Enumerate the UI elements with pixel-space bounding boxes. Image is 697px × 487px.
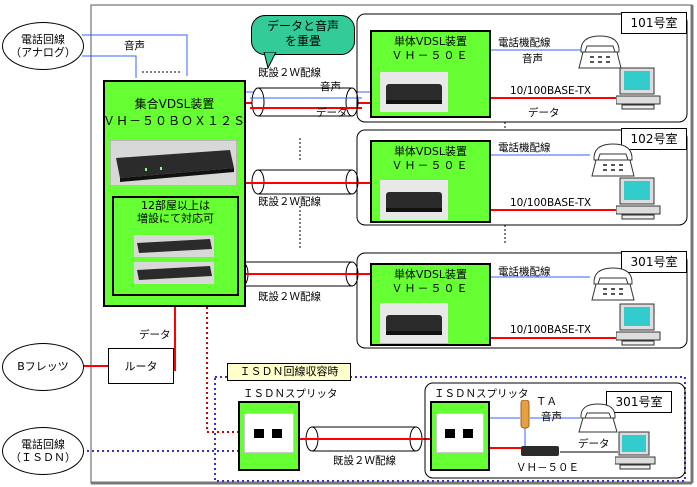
- unit-title-101: 単体VDSL装置: [393, 35, 468, 48]
- splitter-device-right: [436, 413, 484, 453]
- phone-wiring-label-101: 電話機配線: [498, 37, 551, 49]
- voice-label-analog: 音声: [124, 40, 145, 52]
- central-model: ＶＨ－５０ＢＯＸ１２Ｓ: [103, 114, 247, 128]
- expansion-note: 12部屋以上は 増設にて対応可: [137, 199, 214, 225]
- expansion-device-2: [134, 262, 214, 284]
- isdn-phone-line-node: 電話回線 （ＩＳＤＮ）: [2, 427, 84, 475]
- ta-device-icon: [520, 400, 530, 429]
- existing-wiring-label-2: 既設２Ｗ配線: [258, 196, 321, 208]
- unit-device-image-102: [380, 180, 448, 220]
- room-tag-101: 101号室: [621, 12, 687, 34]
- basetx-label-102: 10/100BASE-TX: [510, 197, 592, 209]
- unit-title-301: 単体VDSL装置: [393, 268, 468, 281]
- phone-wiring-label-301: 電話機配線: [498, 266, 551, 278]
- room-tag-301: 301号室: [621, 251, 687, 273]
- unit-model-102: ＶＨ－５０Ｅ: [391, 159, 470, 172]
- computer-icon: [616, 177, 661, 220]
- expansion-device-1: [134, 235, 214, 257]
- computer-icon: [615, 431, 656, 470]
- unit-device-image-101: [380, 72, 448, 112]
- router-box: ルータ: [108, 348, 174, 384]
- flets-node: Bフレッツ: [2, 343, 84, 391]
- existing-wiring-label-1: 既設２Ｗ配線: [258, 67, 321, 79]
- telephone-icon: [578, 35, 622, 69]
- vh50e-label-isdn: ＶＨ－５０Ｅ: [516, 462, 579, 474]
- existing-wiring-label-4: 既設２Ｗ配線: [333, 455, 396, 467]
- unit-model-101: ＶＨ－５０Ｅ: [391, 49, 470, 62]
- phone-wiring-label-102: 電話機配線: [498, 142, 551, 154]
- ta-label: ＴＡ: [536, 396, 557, 408]
- unit-device-image-301: [380, 303, 448, 343]
- basetx-label-101: 10/100BASE-TX: [510, 85, 592, 97]
- computer-icon: [616, 67, 661, 110]
- isdn-area-title: ＩＳＤＮ回線収容時: [227, 363, 351, 381]
- data-label-router: データ: [139, 329, 171, 341]
- overlay-callout: データと音声 を重畳: [251, 15, 355, 55]
- data-label-101: データ: [528, 107, 560, 119]
- callout-tail: [263, 52, 277, 70]
- unit-model-301: ＶＨ－５０Ｅ: [391, 282, 470, 295]
- unit-title-102: 単体VDSL装置: [393, 145, 468, 158]
- data-label-1: データ: [316, 107, 348, 119]
- telephone-icon: [578, 403, 618, 433]
- voice-label-1: 音声: [320, 81, 341, 93]
- basetx-label-301: 10/100BASE-TX: [510, 324, 592, 336]
- analog-phone-line-node: 電話回線 （アナログ）: [2, 22, 84, 70]
- analog-phone-line: [82, 34, 188, 76]
- computer-icon: [616, 303, 661, 346]
- vh50e-small-device: [521, 446, 559, 456]
- splitter-device-left: [244, 413, 294, 453]
- data-label-isdn: データ: [578, 438, 610, 450]
- room-tag-102: 102号室: [621, 128, 687, 150]
- telephone-icon: [591, 143, 635, 177]
- telephone-icon: [591, 267, 635, 301]
- isdn-splitter-label-right: ＩＳＤＮスプリッタ: [434, 388, 529, 400]
- central-title: 集合VDSL装置: [134, 97, 215, 111]
- isdn-splitter-label-left: ＩＳＤＮスプリッタ: [243, 388, 338, 400]
- room-tag-301-isdn: 301号室: [606, 391, 672, 413]
- existing-wiring-label-3: 既設２Ｗ配線: [258, 291, 321, 303]
- voice-label-101: 音声: [522, 53, 543, 65]
- central-device-image: [110, 140, 237, 186]
- voice-label-isdn: 音声: [541, 411, 562, 423]
